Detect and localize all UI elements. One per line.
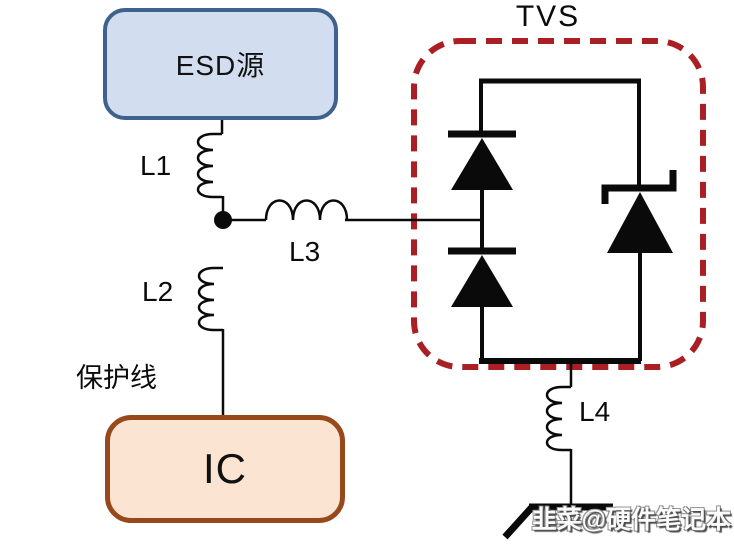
inductor-l3 — [264, 199, 349, 221]
ic-label: IC — [203, 445, 247, 492]
inductor-l2-label: L2 — [142, 276, 174, 307]
zener-triangle — [607, 192, 673, 253]
inductor-l2 — [197, 266, 223, 332]
chassis-ground-icon — [502, 503, 613, 540]
diode-lower — [448, 247, 516, 307]
inductor-l4-label: L4 — [579, 396, 611, 427]
protection-line-label: 保护线 — [76, 363, 157, 393]
esd-source-box: ESD源 — [103, 8, 338, 120]
tvs-title: TVS — [515, 0, 581, 33]
watermark: 韭菜@硬件笔记本 — [531, 506, 731, 534]
junction-dot — [214, 211, 232, 229]
diode-upper-triangle — [451, 138, 513, 190]
wires — [220, 120, 573, 506]
esd-source-label: ESD源 — [175, 50, 266, 81]
ground-hatch — [502, 503, 536, 540]
zener-cathode-bar — [601, 170, 677, 204]
inductor-l1 — [196, 132, 222, 199]
inductor-l4 — [545, 385, 571, 452]
diode-lower-triangle — [451, 255, 513, 307]
ic-box: IC — [105, 415, 345, 523]
zener-diode — [601, 170, 677, 253]
tvs-boundary — [411, 38, 706, 370]
diode-upper — [448, 130, 516, 190]
inductor-l3-label: L3 — [289, 236, 321, 267]
inductor-l1-label: L1 — [140, 150, 172, 181]
